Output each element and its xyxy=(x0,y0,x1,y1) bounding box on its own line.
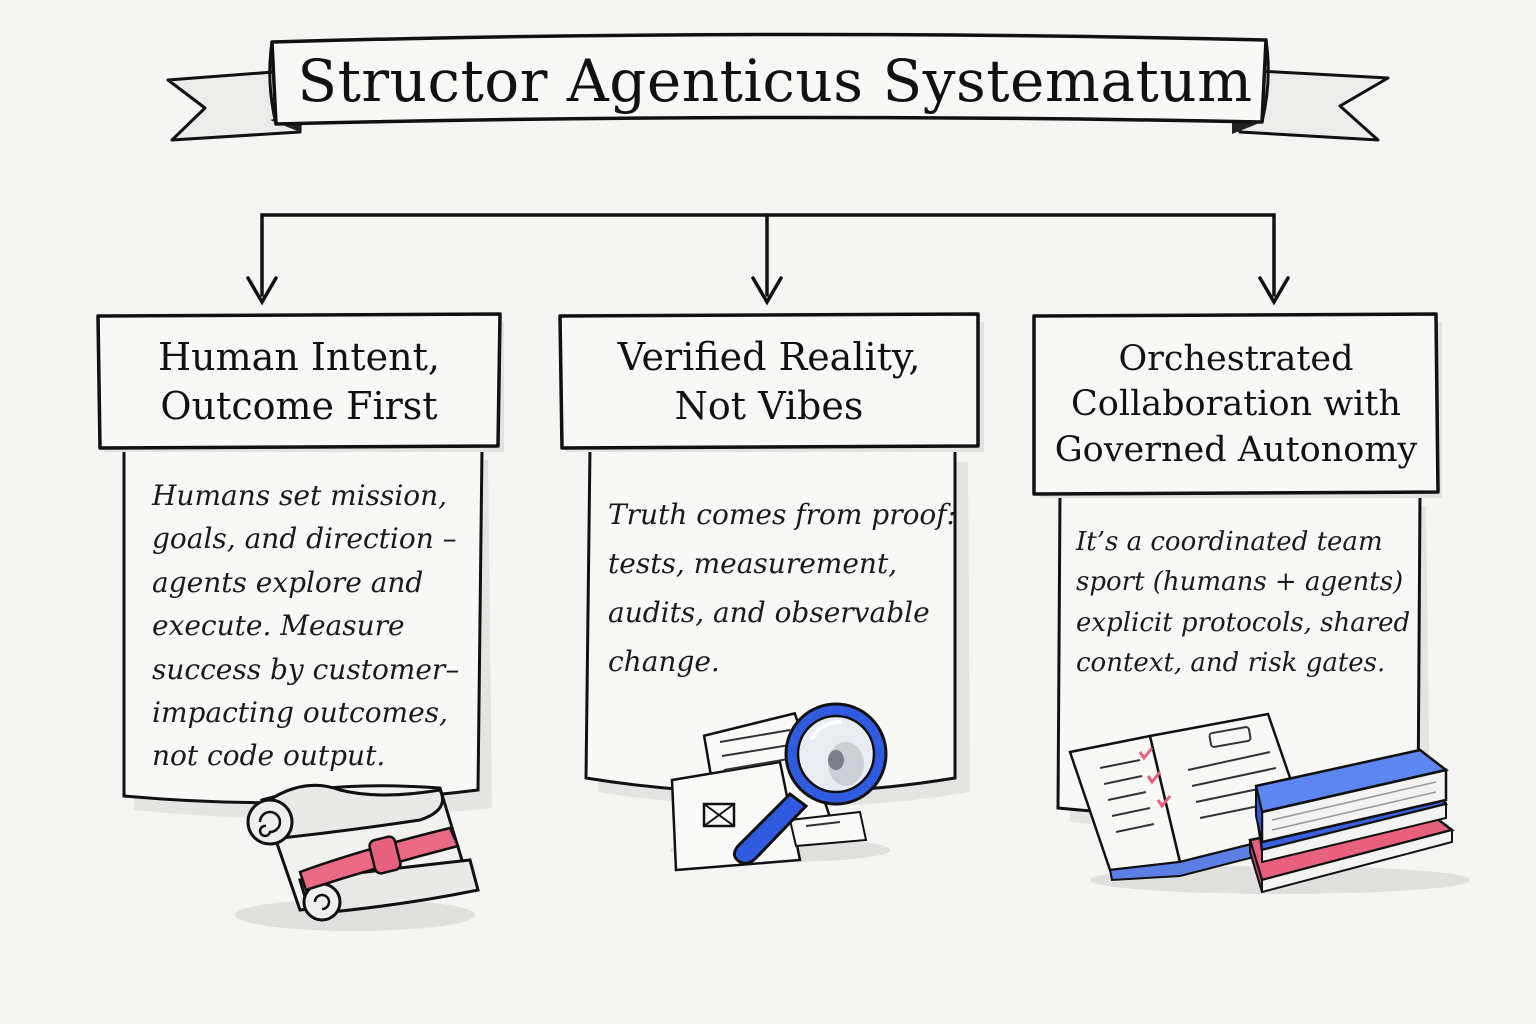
card-title-panel xyxy=(1032,312,1440,496)
title-banner xyxy=(166,32,1390,142)
card-title-line: Human Intent, xyxy=(158,334,440,379)
card-title-line: Verified Reality, xyxy=(617,334,921,379)
card-description-line: not code output. xyxy=(152,739,386,773)
card-description-line: Truth comes from proof: xyxy=(608,498,957,531)
card-description: Humans set mission, goals, and direction… xyxy=(152,474,492,778)
card-description: Truth comes from proof: tests, measureme… xyxy=(608,490,958,686)
card-title-line: Governed Autonomy xyxy=(1054,429,1418,470)
arrowhead-left xyxy=(246,276,278,306)
card-title-line: Orchestrated xyxy=(1118,338,1354,379)
arrowhead-center xyxy=(751,276,783,306)
card-orchestrated-collaboration xyxy=(1032,312,1442,831)
card-title: Human Intent, Outcome First xyxy=(98,318,500,446)
checkbox-mark xyxy=(702,802,736,828)
glass-handle xyxy=(733,792,809,865)
magnifying-glass-icon xyxy=(670,702,890,872)
page-title: Structor Agenticus Systematum xyxy=(297,47,1253,115)
books-icon xyxy=(1068,712,1470,894)
scroll-icon xyxy=(235,783,480,931)
card-description-line: success by customer– xyxy=(152,652,460,686)
card-title-line: Outcome First xyxy=(160,384,438,428)
card-human-intent xyxy=(96,312,504,819)
card-title-line: Not Vibes xyxy=(674,384,864,428)
card-description-line: audits, and observable xyxy=(608,596,930,629)
card-title-panel xyxy=(96,312,502,450)
card-title: Orchestrated Collaboration with Governed… xyxy=(1034,318,1438,492)
card-description-line: impacting outcomes, xyxy=(152,695,448,729)
card-description-line: execute. Measure xyxy=(152,609,405,643)
card-description-line: Humans set mission, xyxy=(152,479,448,512)
connector-arrows xyxy=(246,213,1290,306)
card-description-line: goals, and direction – xyxy=(152,522,457,556)
card-description-line: tests, measurement, xyxy=(608,547,898,580)
card-description-line: agents explore and xyxy=(152,565,424,599)
card-title-panel xyxy=(558,312,980,450)
card-description: It’s a coordinated team sport (humans + … xyxy=(1076,522,1422,683)
card-description-line: sport (humans + agents) xyxy=(1076,567,1404,598)
card-description-line: change. xyxy=(608,645,720,678)
card-description-line: explicit protocols, shared xyxy=(1076,607,1411,638)
arrowhead-right xyxy=(1258,276,1290,306)
card-verified-reality xyxy=(558,312,984,807)
card-description-line: It’s a coordinated team xyxy=(1076,527,1383,557)
card-description-line: context, and risk gates. xyxy=(1076,647,1386,678)
card-title-line: Collaboration with xyxy=(1071,384,1401,425)
card-title: Verified Reality, Not Vibes xyxy=(560,318,978,446)
